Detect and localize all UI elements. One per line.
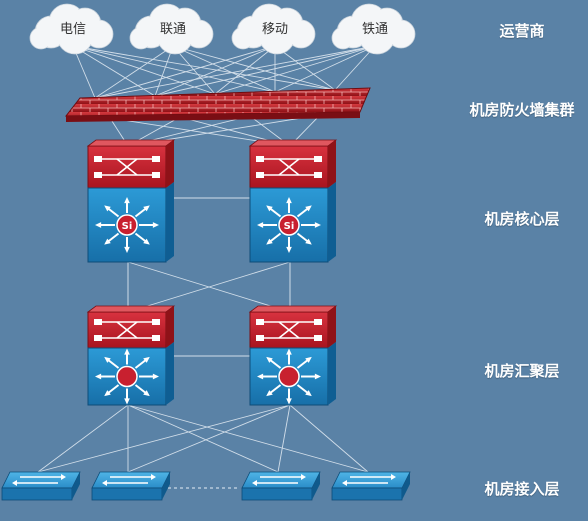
access-switch-1 bbox=[1, 471, 81, 501]
access-switch-3 bbox=[241, 471, 321, 501]
carrier-label: 联通 bbox=[160, 22, 186, 37]
layer-label-core-layer: 机房核心层 bbox=[484, 210, 560, 228]
carrier-label: 电信 bbox=[60, 22, 86, 37]
access-switches bbox=[1, 471, 411, 501]
si-badge: Si bbox=[284, 221, 295, 232]
carrier-label: 移动 bbox=[262, 22, 288, 37]
aggregation-switch-2 bbox=[248, 305, 338, 406]
access-switch-2 bbox=[91, 471, 171, 501]
cloud-2: 联通 bbox=[129, 3, 214, 55]
layer-label-access-layer: 机房接入层 bbox=[484, 480, 560, 498]
cloud-3: 移动 bbox=[231, 3, 316, 55]
access-switch-4 bbox=[331, 471, 411, 501]
core-switch-1: Si bbox=[86, 139, 176, 263]
layer-label-carriers: 运营商 bbox=[499, 22, 545, 40]
layer-label-aggregation-layer: 机房汇聚层 bbox=[484, 362, 560, 380]
firewall-cluster bbox=[64, 87, 371, 122]
layer-label-firewall-cluster: 机房防火墙集群 bbox=[469, 101, 575, 119]
carrier-label: 铁通 bbox=[362, 22, 388, 37]
core-switch-2: Si bbox=[248, 139, 338, 263]
core-switches: Si Si bbox=[86, 139, 338, 263]
carrier-clouds: 电信 联通 移动 铁通 bbox=[29, 3, 416, 55]
aggregation-switches bbox=[86, 305, 338, 406]
cloud-1: 电信 bbox=[29, 3, 114, 55]
aggregation-switch-1 bbox=[86, 305, 176, 406]
si-badge: Si bbox=[122, 221, 133, 232]
cloud-4: 铁通 bbox=[331, 3, 416, 55]
